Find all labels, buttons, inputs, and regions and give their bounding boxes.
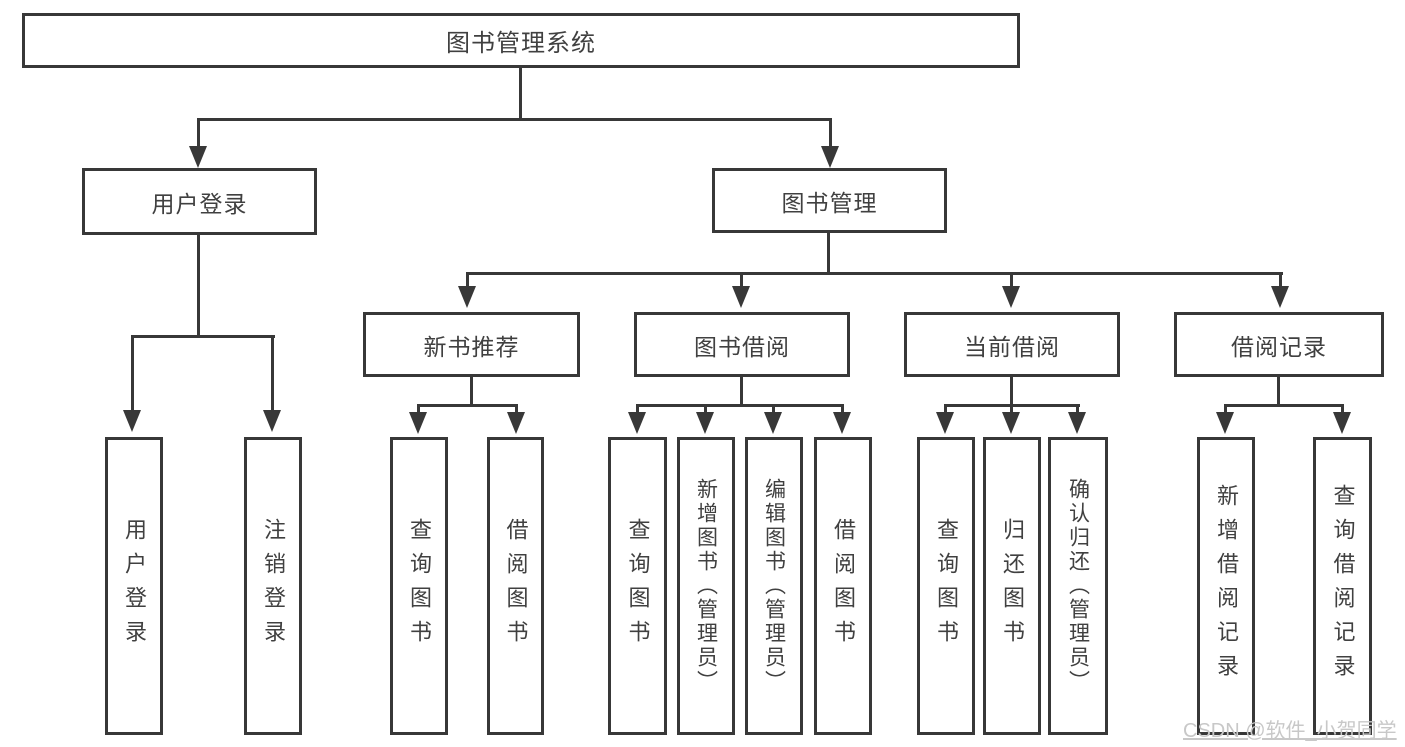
leaf-add-books-admin: 新增图书（管理员） [677,437,735,735]
arrowhead-down [263,410,281,432]
connector-vline [944,404,947,414]
connector-vline [1277,375,1280,407]
node-root-label: 图书管理系统 [446,30,596,57]
arrowhead-down [936,412,954,434]
leaf-logout-login: 注销登录 [244,437,302,735]
connector-vline [470,375,473,407]
connector-vline [704,404,707,414]
connector-vline [271,335,274,412]
connector-hline [417,404,518,407]
node-current-borrow: 当前借阅 [904,312,1120,377]
node-current-borrow-label: 当前借阅 [964,333,1060,360]
connector-vline [740,375,743,407]
node-book-management-label: 图书管理 [781,189,878,216]
leaf-add-borrow-record-label: 新增借阅记录 [1214,484,1239,688]
leaf-query-books-borrow-label: 查询图书 [625,518,651,654]
leaf-user-login-label: 用户登录 [122,518,147,654]
node-user-login-label: 用户登录 [151,190,248,217]
connector-vline [1279,272,1282,288]
leaf-confirm-return-admin-label: 确认归还（管理员） [1066,478,1090,694]
arrowhead-down [189,146,207,168]
connector-hline [466,272,1283,275]
leaf-borrow-books-recommend: 借阅图书 [487,437,544,735]
connector-vline [197,118,200,148]
arrowhead-down [1216,412,1234,434]
arrowhead-down [821,146,839,168]
connector-vline [515,404,518,414]
connector-vline [827,233,830,275]
connector-vline [197,235,200,338]
leaf-confirm-return-admin: 确认归还（管理员） [1048,437,1108,735]
leaf-borrow-books: 借阅图书 [814,437,872,735]
connector-vline [417,404,420,414]
connector-vline [1076,404,1079,414]
connector-vline [636,404,639,414]
leaf-add-books-admin-label: 新增图书（管理员） [694,478,718,694]
leaf-return-books-label: 归还图书 [1000,518,1025,654]
leaf-logout-login-label: 注销登录 [261,518,286,654]
leaf-return-books: 归还图书 [983,437,1041,735]
arrowhead-down [764,412,782,434]
arrowhead-down [1333,412,1351,434]
connector-vline [1010,404,1013,414]
arrowhead-down [123,410,141,432]
connector-vline [740,272,743,288]
connector-vline [519,68,522,118]
connector-vline [772,404,775,414]
arrowhead-down [409,412,427,434]
connector-vline [1341,404,1344,414]
leaf-query-books-recommend-label: 查询图书 [407,518,432,654]
connector-hline [131,335,275,338]
arrowhead-down [1002,412,1020,434]
leaf-add-borrow-record: 新增借阅记录 [1197,437,1255,735]
node-user-login: 用户登录 [82,168,317,235]
leaf-query-books-current: 查询图书 [917,437,975,735]
connector-vline [466,272,469,288]
arrowhead-down [628,412,646,434]
connector-hline [636,404,844,407]
node-new-book-recommend: 新书推荐 [363,312,580,377]
arrowhead-down [458,286,476,308]
connector-vline [1224,404,1227,414]
leaf-borrow-books-label: 借阅图书 [831,518,856,654]
arrowhead-down [1002,286,1020,308]
leaf-edit-books-admin: 编辑图书（管理员） [745,437,803,735]
connector-vline [1010,375,1013,407]
leaf-query-books-recommend: 查询图书 [390,437,448,735]
node-book-management: 图书管理 [712,168,947,233]
leaf-query-books-current-label: 查询图书 [934,518,959,654]
leaf-query-borrow-record: 查询借阅记录 [1313,437,1372,735]
node-root: 图书管理系统 [22,13,1020,68]
leaf-edit-books-admin-label: 编辑图书（管理员） [762,478,786,694]
connector-vline [841,404,844,414]
node-borrow-records: 借阅记录 [1174,312,1384,377]
node-book-borrow: 图书借阅 [634,312,850,377]
leaf-user-login: 用户登录 [105,437,163,735]
node-new-book-recommend-label: 新书推荐 [423,333,520,360]
connector-vline [829,118,832,148]
connector-vline [131,335,134,412]
arrowhead-down [696,412,714,434]
node-book-borrow-label: 图书借阅 [694,333,790,360]
arrowhead-down [732,286,750,308]
arrowhead-down [833,412,851,434]
connector-hline [1224,404,1344,407]
node-borrow-records-label: 借阅记录 [1231,333,1327,360]
arrowhead-down [1068,412,1086,434]
connector-hline [197,118,832,121]
leaf-query-borrow-record-label: 查询借阅记录 [1330,484,1356,688]
leaf-query-books-borrow: 查询图书 [608,437,667,735]
connector-vline [1010,272,1013,288]
arrowhead-down [1271,286,1289,308]
arrowhead-down [507,412,525,434]
leaf-borrow-books-recommend-label: 借阅图书 [503,518,529,654]
watermark: CSDN @软件_小贺同学 [1183,720,1397,742]
